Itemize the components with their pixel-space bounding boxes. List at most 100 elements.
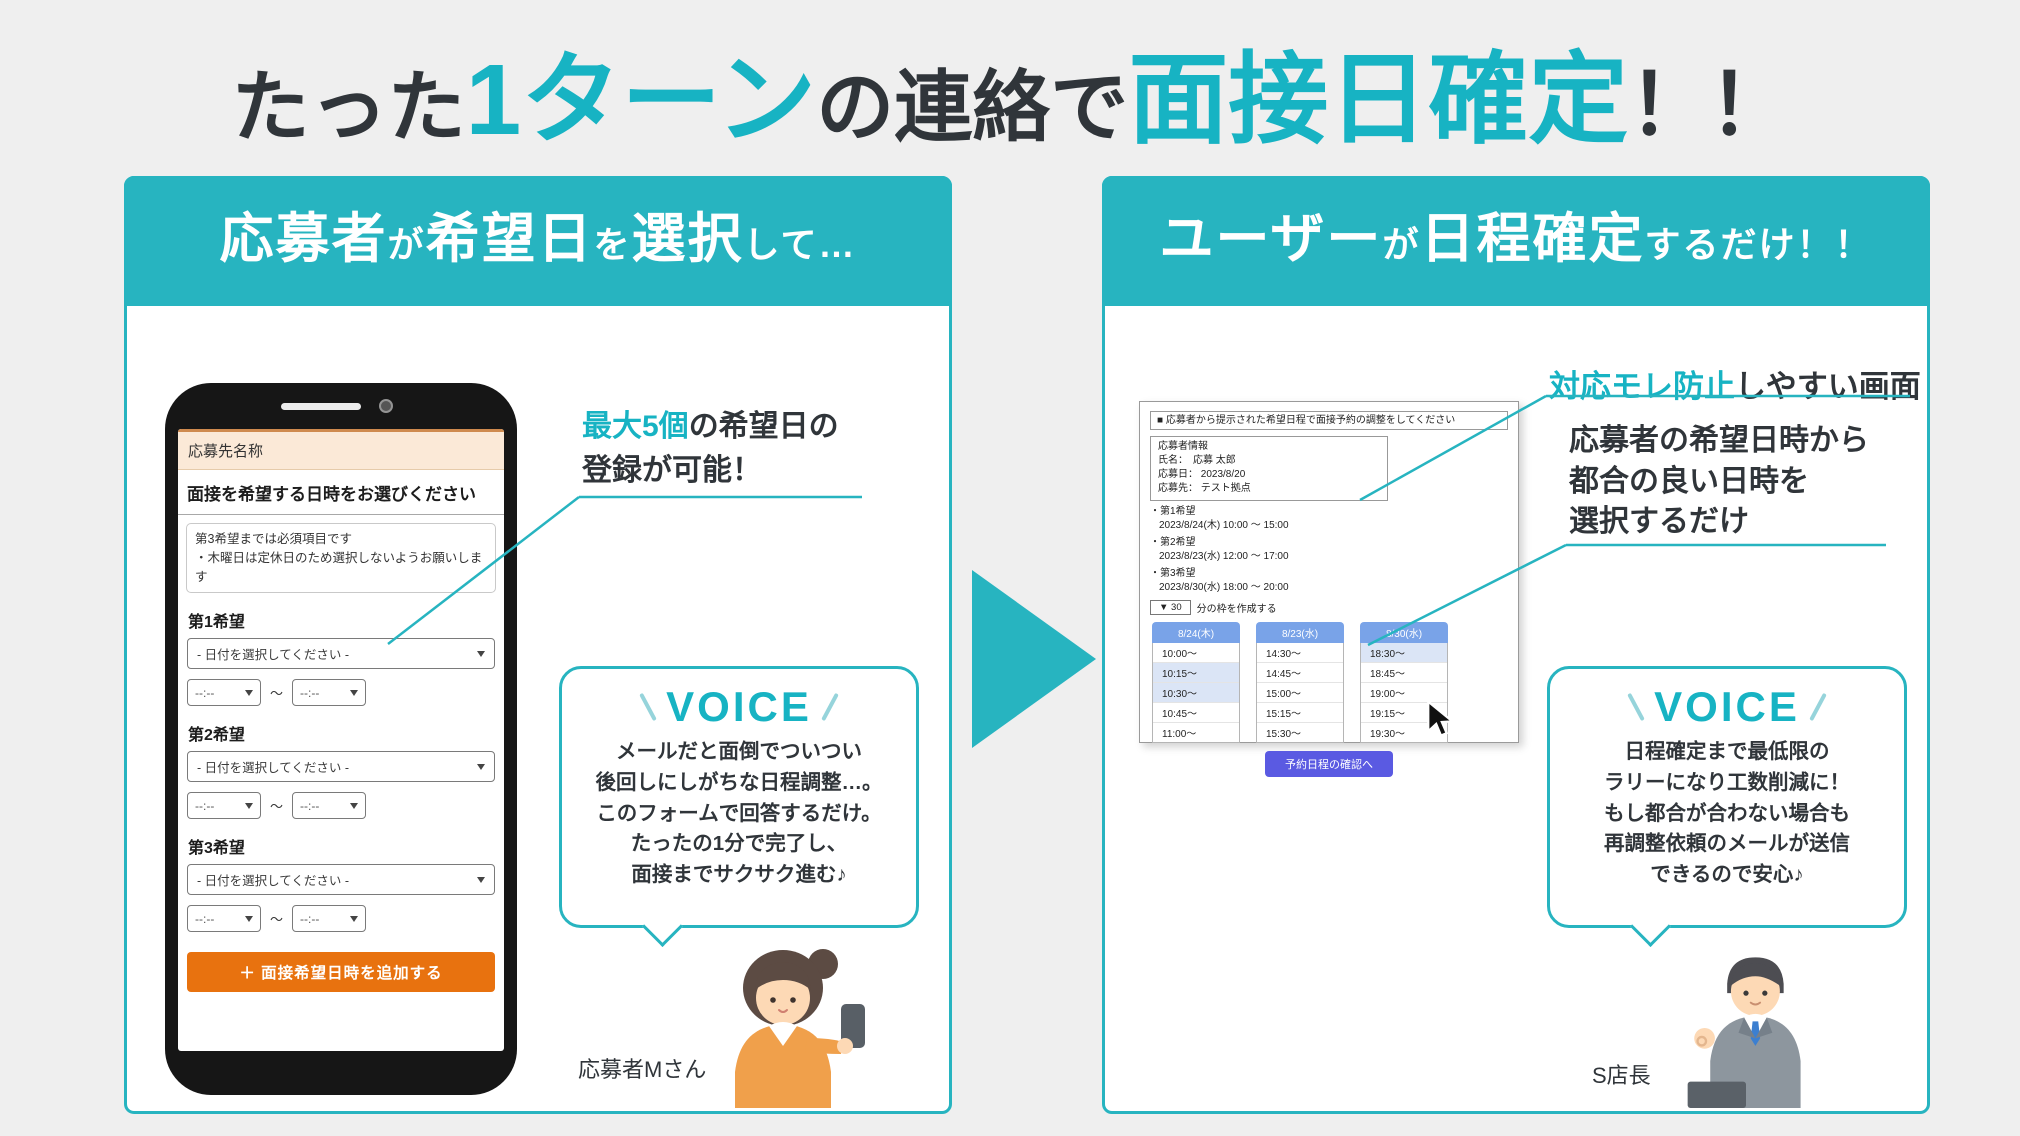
voice-line: もし都合が合わない場合も xyxy=(1604,801,1850,825)
wish-summary-label: ・第1希望 xyxy=(1150,506,1196,517)
time-column-header: 8/23(水) xyxy=(1256,622,1344,643)
slot-size-dropdown[interactable]: ▼ 30 xyxy=(1150,600,1191,615)
chevron-down-icon xyxy=(245,915,253,922)
time-slot[interactable]: 19:00～ xyxy=(1361,683,1447,703)
time-slot[interactable]: 10:45～ xyxy=(1153,703,1239,723)
applicant-info-box: 応募者情報 氏名： 応募 太郎 応募日： 2023/8/20 応募先： テスト拠… xyxy=(1150,436,1388,501)
title-seg1: たった xyxy=(231,63,466,151)
time-slot[interactable]: 19:15～ xyxy=(1361,703,1447,723)
time-placeholder: --:-- xyxy=(195,911,215,926)
wish-3-time-row: --:-- ～ --:-- xyxy=(187,905,495,933)
wish-3-end-time-select[interactable]: --:-- xyxy=(292,905,367,933)
time-slot[interactable]: 15:30～ xyxy=(1266,729,1302,740)
form-note: 第3希望までは必須項目です ・木曜日は定休日のため選択しないようお願いします xyxy=(186,523,496,594)
chevron-down-icon xyxy=(350,802,359,809)
wish-2-start-time-select[interactable]: --:-- xyxy=(187,792,261,820)
header-seg: ユーザー xyxy=(1159,209,1383,269)
chevron-down-icon xyxy=(477,650,485,657)
slash-right-icon xyxy=(1809,692,1827,722)
left-panel-header: 応募者が希望日を選択して… xyxy=(124,176,952,306)
right-callout-2-line: 都合の良い日時を xyxy=(1569,464,1809,498)
time-slot[interactable]: 15:15～ xyxy=(1257,703,1343,723)
wish-2-date-select[interactable]: - 日付を選択してください - xyxy=(187,751,495,783)
time-slot[interactable]: 19:30～ xyxy=(1370,729,1406,740)
chevron-down-icon xyxy=(350,689,359,696)
header-seg: 応募者 xyxy=(219,209,388,269)
time-placeholder: --:-- xyxy=(300,685,320,700)
time-slot[interactable]: 18:30～ xyxy=(1361,643,1447,663)
wish-1-end-time-select[interactable]: --:-- xyxy=(292,679,367,707)
slash-right-icon xyxy=(821,692,839,722)
left-callout: 最大5個の希望日の 登録が可能！ xyxy=(582,405,839,492)
note-line: ・木曜日は定休日のため選択しないようお願いします xyxy=(195,550,483,584)
title-seg5: ！！ xyxy=(1628,58,1792,152)
wish-3-start-time-select[interactable]: --:-- xyxy=(187,905,261,933)
voice-line: ラリーになり工数削減に！ xyxy=(1604,770,1850,794)
wish-3-date-select[interactable]: - 日付を選択してください - xyxy=(187,864,495,896)
add-interview-datetime-button[interactable]: ＋ 面接希望日時を追加する xyxy=(187,952,495,993)
voice-line: 後回しにしがちな日程調整…。 xyxy=(595,770,883,794)
voice-text: 日程確定まで最低限の ラリーになり工数削減に！ もし都合が合わない場合も 再調整… xyxy=(1550,737,1904,891)
time-slot[interactable]: 11:00～ xyxy=(1162,729,1197,740)
applicant-info-line: 応募日： 2023/8/20 xyxy=(1158,469,1246,480)
time-slot[interactable]: 10:30～ xyxy=(1153,683,1239,703)
wish-1-label: 第1希望 xyxy=(188,614,245,632)
site-name-bar: 応募先名称 xyxy=(178,429,504,470)
wish-summary-datetime: 2023/8/24(木) 10:00 ～ 15:00 xyxy=(1159,519,1289,531)
applicant-info-line: 氏名： 応募 太郎 xyxy=(1158,455,1236,466)
page-title: たった1ターンの連絡で面接日確定！！ xyxy=(0,18,2020,163)
wish-summary-datetime: 2023/8/30(水) 18:00 ～ 20:00 xyxy=(1159,581,1289,593)
time-column-body: 18:30～ 18:45～ 19:00～ 19:15～ 19:30～ xyxy=(1360,643,1448,743)
chevron-down-icon xyxy=(245,689,253,696)
tilde-separator: ～ xyxy=(270,799,284,815)
time-placeholder: --:-- xyxy=(300,911,320,926)
time-slot[interactable]: 10:00～ xyxy=(1153,643,1239,663)
title-seg4: 面接日確定 xyxy=(1128,44,1629,156)
time-placeholder: --:-- xyxy=(195,685,215,700)
wish-summary-3: ・第3希望 2023/8/30(水) 18:00 ～ 20:00 xyxy=(1150,567,1508,594)
time-slot[interactable]: 10:15～ xyxy=(1153,663,1239,683)
confirm-schedule-button[interactable]: 予約日程の確認へ xyxy=(1265,751,1393,777)
applicant-character-label: 応募者Mさん xyxy=(578,1057,707,1082)
phone-screen: 応募先名称 面接を希望する日時をお選びください 第3希望までは必須項目です ・木… xyxy=(178,429,504,1051)
wish-3-label: 第3希望 xyxy=(188,840,245,858)
form-title: 面接を希望する日時をお選びください xyxy=(178,470,504,515)
callout-highlight: 対応モレ防止 xyxy=(1549,369,1735,404)
time-slot[interactable]: 14:30～ xyxy=(1257,643,1343,663)
date-select-placeholder: - 日付を選択してください - xyxy=(197,874,350,889)
voice-line: メールだと面倒でついつい xyxy=(616,740,862,763)
header-seg: 希望日 xyxy=(425,209,594,269)
wish-1-date-select[interactable]: - 日付を選択してください - xyxy=(187,638,495,670)
voice-line: できるので安心♪ xyxy=(1650,863,1804,886)
slot-size-label: 分の枠を作成する xyxy=(1196,604,1277,615)
cursor-icon xyxy=(1427,700,1456,738)
time-slot[interactable]: 14:45～ xyxy=(1257,663,1343,683)
wish-summary-datetime: 2023/8/23(水) 12:00 ～ 17:00 xyxy=(1159,550,1289,562)
wish-summary-1: ・第1希望 2023/8/24(木) 10:00 ～ 15:00 xyxy=(1150,505,1508,532)
flow-arrow-icon xyxy=(972,570,1096,748)
voice-bubble-left: VOICE メールだと面倒でついつい 後回しにしがちな日程調整…。 このフォーム… xyxy=(559,666,919,948)
wish-2-label: 第2希望 xyxy=(188,727,245,745)
wish-1-start-time-select[interactable]: --:-- xyxy=(187,679,261,707)
header-seg: が xyxy=(1382,224,1421,265)
right-callout-1: 対応モレ防止しやすい画面 xyxy=(1549,361,1921,406)
time-slot-columns: 8/24(木) 10:00～ 10:15～ 10:30～ 10:45～ 11:0… xyxy=(1150,622,1508,743)
header-seg: 日程確定 xyxy=(1420,209,1645,269)
time-column-1: 8/24(木) 10:00～ 10:15～ 10:30～ 10:45～ 11:0… xyxy=(1152,622,1240,743)
phone-speaker xyxy=(281,403,361,410)
slot-size-control: ▼ 30 分の枠を作成する xyxy=(1150,600,1508,615)
time-slot[interactable]: 15:00～ xyxy=(1257,683,1343,703)
time-placeholder: --:-- xyxy=(300,798,320,813)
manager-character-illustration xyxy=(1662,948,1862,1113)
wish-2-end-time-select[interactable]: --:-- xyxy=(292,792,367,820)
callout-highlight: 最大5個 xyxy=(582,410,689,443)
wish-summary-label: ・第2希望 xyxy=(1150,537,1196,548)
time-column-header: 8/24(木) xyxy=(1152,622,1240,643)
wish-summary-2: ・第2希望 2023/8/23(水) 12:00 ～ 17:00 xyxy=(1150,536,1508,563)
applicant-info-title: 応募者情報 xyxy=(1158,441,1208,452)
manager-character-label: S店長 xyxy=(1592,1063,1651,1088)
time-slot[interactable]: 18:45～ xyxy=(1361,663,1447,683)
tilde-separator: ～ xyxy=(270,912,284,928)
chevron-down-icon xyxy=(477,763,485,770)
header-seg: が xyxy=(387,224,426,265)
